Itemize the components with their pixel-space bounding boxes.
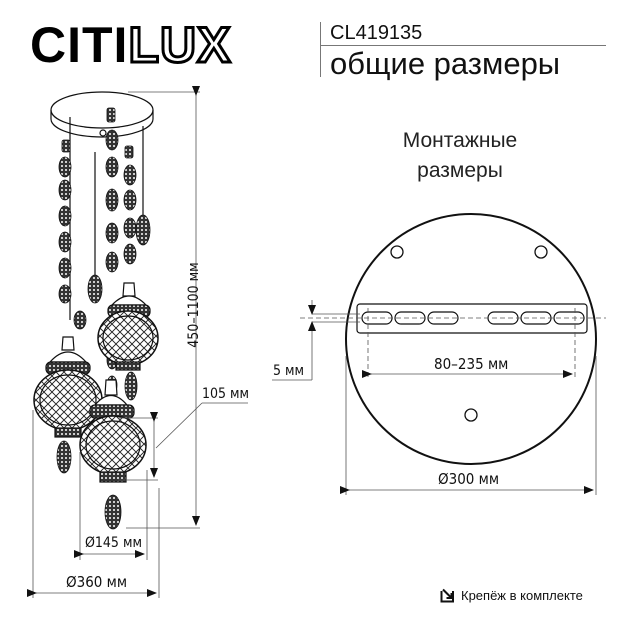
mounting-dimensions (272, 300, 597, 495)
height-range-label: 450–1100 мм (186, 262, 202, 348)
header-divider-horizontal (320, 45, 606, 46)
mount-arrow-icon (440, 588, 455, 603)
fixture-drawing (33, 91, 159, 530)
brand-logo: CITILUX (30, 17, 232, 74)
page-title: общие размеры (330, 46, 561, 81)
footer-label: Крепёж в комплекте (461, 588, 583, 603)
mounting-title: Монтажные размеры (360, 126, 560, 186)
plate-diameter-label: Ø300 мм (438, 470, 500, 488)
mounting-title-line1: Монтажные (402, 129, 518, 152)
overall-diameter-label: Ø360 мм (66, 573, 128, 591)
lantern-right (97, 282, 159, 371)
mounting-plate (300, 213, 606, 465)
lantern-center (79, 379, 147, 483)
shade-height-label: 105 мм (202, 386, 250, 402)
footer-note: Крепёж в комплекте (440, 588, 583, 603)
lantern-left (33, 336, 103, 438)
fixture-dimensions (27, 86, 248, 598)
slot-width-label: 5 мм (273, 363, 305, 379)
logo-outline: LUX (127, 17, 232, 74)
logo-solid: CITI (30, 17, 129, 73)
slot-range-label: 80–235 мм (434, 355, 509, 373)
mounting-title-line2: размеры (417, 159, 503, 182)
header-divider-vertical (320, 22, 321, 77)
model-number: CL419135 (330, 22, 423, 44)
shade-diameter-label: Ø145 мм (85, 535, 142, 551)
